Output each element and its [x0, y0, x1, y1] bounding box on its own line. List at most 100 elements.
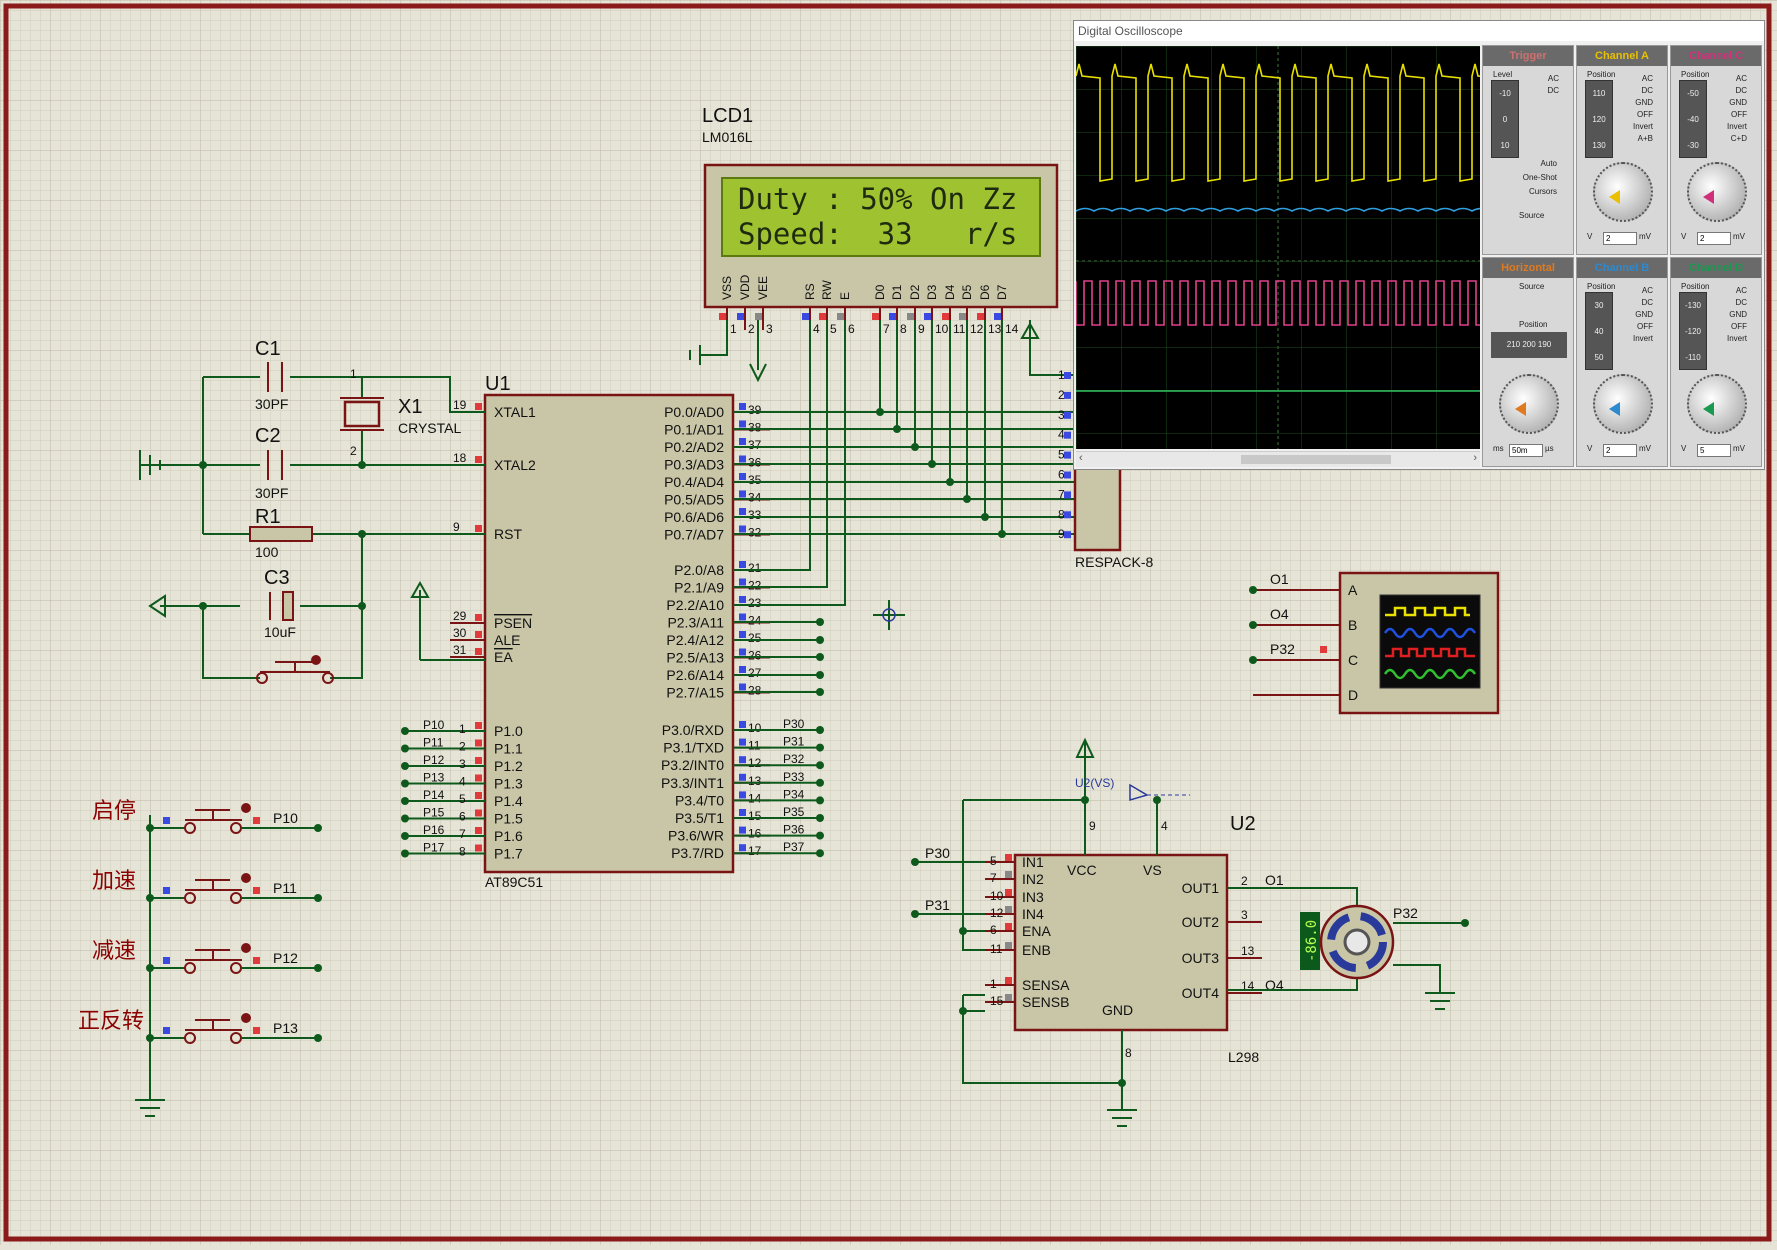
- coupling-option[interactable]: OFF: [1637, 322, 1653, 331]
- coupling-option[interactable]: DC: [1735, 86, 1747, 95]
- driver-net-label: O1: [1265, 872, 1284, 888]
- motor-net: P32: [1393, 905, 1418, 921]
- mcu-pin-number: 15: [748, 809, 762, 823]
- dial-value[interactable]: 5: [1697, 444, 1731, 457]
- mcu-pin-label: P2.4/A12: [666, 632, 724, 648]
- driver-pin-label: OUT2: [1182, 914, 1220, 930]
- coupling-option[interactable]: OFF: [1731, 110, 1747, 119]
- sum-option[interactable]: A+B: [1637, 134, 1653, 143]
- mcu-pin-label: P1.0: [494, 723, 523, 739]
- scroll-right-icon[interactable]: ›: [1473, 452, 1477, 464]
- dial-value[interactable]: 2: [1603, 444, 1637, 457]
- clock-reset-circuit[interactable]: C1 30PF C2 30PF X1 CRYSTAL 1 2 R1 100 C3…: [139, 338, 485, 684]
- position-slider[interactable]: -50-40-30: [1679, 80, 1707, 158]
- scale-dial-icon[interactable]: [1687, 162, 1747, 222]
- l298-driver[interactable]: U2 L298 IN15P30IN27IN310IN412P31ENA6ENB1…: [911, 737, 1284, 1127]
- mcu-at89c51[interactable]: U1 AT89C51 XTAL119XTAL218RST9PSEN29ALE30…: [401, 373, 824, 890]
- trigger-option[interactable]: Auto: [1540, 159, 1557, 168]
- dial-unit: µs: [1545, 444, 1554, 453]
- dial-value[interactable]: 2: [1603, 232, 1637, 245]
- dial-value[interactable]: 50m: [1509, 444, 1543, 457]
- driver-pin-number: 2: [1241, 874, 1248, 888]
- lcd-pin-number: 3: [766, 322, 773, 336]
- scale-dial-icon[interactable]: [1593, 374, 1653, 434]
- mcu-net-label: P30: [783, 717, 805, 731]
- coupling-option[interactable]: GND: [1635, 98, 1653, 107]
- coupling-option[interactable]: Invert: [1632, 334, 1653, 343]
- trigger-option[interactable]: One-Shot: [1522, 173, 1557, 182]
- oscilloscope-titlebar[interactable]: Digital Oscilloscope: [1074, 21, 1764, 41]
- mcu-net-label: P17: [423, 841, 445, 855]
- coupling-option[interactable]: DC: [1641, 298, 1653, 307]
- mcu-pin-label: P3.6/WR: [668, 828, 724, 844]
- mcu-net-label: P14: [423, 788, 445, 802]
- coupling-option[interactable]: AC: [1641, 74, 1653, 83]
- coupling-option[interactable]: OFF: [1731, 322, 1747, 331]
- panel-label: Position: [1587, 282, 1616, 291]
- coupling-option[interactable]: AC: [1641, 286, 1653, 295]
- coupling-option[interactable]: AC: [1735, 286, 1747, 295]
- scale-dial-icon[interactable]: [1687, 374, 1747, 434]
- button-net: P13: [273, 1020, 298, 1036]
- scroll-thumb[interactable]: [1241, 455, 1391, 464]
- mcu-pin-label: P3.3/INT1: [661, 775, 724, 791]
- dc-motor[interactable]: -86.0 P32: [1227, 887, 1469, 1010]
- lcd-pin-number: 4: [813, 322, 820, 336]
- dial-left-unit: V: [1587, 444, 1593, 453]
- coupling-option[interactable]: Invert: [1726, 334, 1747, 343]
- coupling-option[interactable]: DC: [1641, 86, 1653, 95]
- scope-panel-title: Horizontal: [1483, 258, 1573, 278]
- scope-screen[interactable]: [1076, 46, 1480, 449]
- driver-pin-number: 3: [1241, 908, 1248, 922]
- driver-ref: U2: [1230, 813, 1256, 835]
- mcu-pin-label: P2.6/A14: [666, 667, 724, 683]
- driver-pin-number: 1: [990, 977, 997, 991]
- coupling-option[interactable]: DC: [1547, 86, 1559, 95]
- scale-dial-icon[interactable]: [1593, 162, 1653, 222]
- coupling-option[interactable]: DC: [1735, 298, 1747, 307]
- coupling-option[interactable]: GND: [1635, 310, 1653, 319]
- scroll-left-icon[interactable]: ‹: [1079, 452, 1083, 464]
- mcu-pin-number: 39: [748, 403, 762, 417]
- lcd-pin-label: VDD: [738, 274, 752, 300]
- dial-value[interactable]: 2: [1697, 232, 1731, 245]
- lcd-display[interactable]: LCD1 LM016L Duty : 50% On Zz Speed: 33 r…: [702, 105, 1059, 336]
- oscilloscope-title: Digital Oscilloscope: [1078, 24, 1183, 38]
- dial-left-unit: V: [1587, 232, 1593, 241]
- button-net: P10: [273, 810, 298, 826]
- coupling-option[interactable]: Invert: [1632, 122, 1653, 131]
- mcu-pin-number: 29: [453, 609, 467, 623]
- panel-label: Position: [1587, 70, 1616, 79]
- mcu-net-label: P36: [783, 823, 805, 837]
- trigger-option[interactable]: Cursors: [1528, 187, 1557, 196]
- scale-dial-icon[interactable]: [1499, 374, 1559, 434]
- probe-screen: [1379, 594, 1481, 689]
- sum-option[interactable]: C+D: [1730, 134, 1747, 143]
- scope-scrollbar[interactable]: ‹ ›: [1076, 451, 1480, 467]
- slider-tick: 110: [1592, 89, 1606, 98]
- mcu-pin-number: 23: [748, 596, 762, 610]
- coupling-option[interactable]: OFF: [1637, 110, 1653, 119]
- coupling-option[interactable]: AC: [1547, 74, 1559, 83]
- mcu-pin-number: 21: [748, 561, 762, 575]
- probe-channel-label: B: [1348, 617, 1357, 633]
- position-slider[interactable]: -130-120-110: [1679, 292, 1707, 370]
- coupling-option[interactable]: GND: [1729, 98, 1747, 107]
- driver-net-label: P30: [925, 845, 950, 861]
- coupling-option[interactable]: Invert: [1726, 122, 1747, 131]
- coupling-option[interactable]: GND: [1729, 310, 1747, 319]
- horizontal-position[interactable]: 210 200 190: [1491, 332, 1567, 358]
- coupling-option[interactable]: AC: [1735, 74, 1747, 83]
